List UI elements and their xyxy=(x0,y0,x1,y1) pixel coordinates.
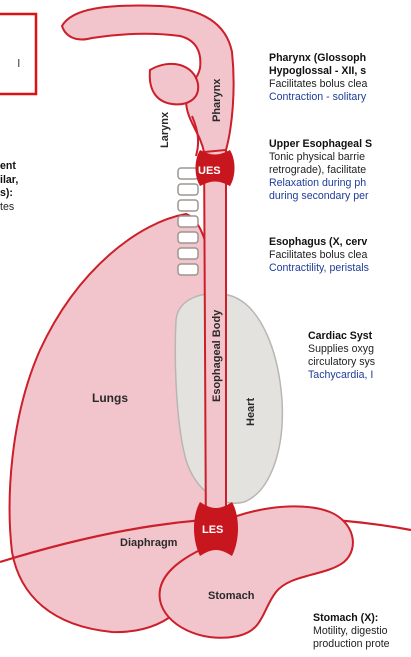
stomach-label: Stomach xyxy=(208,590,255,602)
larynx-label: Larynx xyxy=(159,111,171,148)
les-label: LES xyxy=(202,524,223,536)
pharynx-desc: Facilitates bolus clea xyxy=(269,78,367,91)
stomach-heading: Stomach (X): xyxy=(313,612,390,625)
stomach-section: Stomach (X): Motility, digestio producti… xyxy=(313,612,390,651)
esophageal-body-label: Esophageal Body xyxy=(211,309,223,402)
ues-heading: Upper Esophageal S xyxy=(269,138,372,151)
left-line-2: ilar, xyxy=(0,174,18,188)
cardiac-section: Cardiac Syst Supplies oxyg circulatory s… xyxy=(308,330,375,382)
pharynx-heading-1: Pharynx (Glossoph xyxy=(269,52,367,65)
esophagus-blue: Contractility, peristals xyxy=(269,262,369,275)
larynx-rings xyxy=(178,168,198,275)
pharynx-label: Pharynx xyxy=(211,78,223,122)
cardiac-desc-1: Supplies oxyg xyxy=(308,343,375,356)
cardiac-blue: Tachycardia, I xyxy=(308,369,375,382)
ues-desc-1: Tonic physical barrie xyxy=(269,151,372,164)
left-panel-lines: ent ilar, s): tes xyxy=(0,160,18,214)
stomach-desc-1: Motility, digestio xyxy=(313,625,390,638)
pharynx-blue: Contraction - solitary xyxy=(269,91,367,104)
ues-section: Upper Esophageal S Tonic physical barrie… xyxy=(269,138,372,203)
pharynx-shape xyxy=(62,6,234,152)
cardiac-desc-2: circulatory sys xyxy=(308,356,375,369)
esophagus-desc: Facilitates bolus clea xyxy=(269,249,369,262)
tongue-shape xyxy=(150,64,198,105)
left-panel-text: l xyxy=(18,58,20,72)
diaphragm-label: Diaphragm xyxy=(120,537,178,549)
left-line-4: tes xyxy=(0,201,18,215)
left-line-1: ent xyxy=(0,160,18,174)
ues-blue-1: Relaxation during ph xyxy=(269,177,372,190)
left-box-text: l xyxy=(18,58,20,72)
stomach-desc-2: production prote xyxy=(313,638,390,651)
heart-shape xyxy=(175,294,282,504)
ues-blue-2: during secondary per xyxy=(269,190,372,203)
pharynx-section: Pharynx (Glossoph Hypoglossal - XII, s F… xyxy=(269,52,367,104)
cardiac-heading: Cardiac Syst xyxy=(308,330,375,343)
ues-label: UES xyxy=(198,165,221,177)
heart-label: Heart xyxy=(245,398,257,426)
pharynx-heading-2: Hypoglossal - XII, s xyxy=(269,65,367,78)
lungs-label: Lungs xyxy=(92,391,128,405)
esophagus-heading: Esophagus (X, cerv xyxy=(269,236,369,249)
left-line-3: s): xyxy=(0,187,18,201)
highlight-box xyxy=(0,14,36,94)
ues-desc-2: retrograde), facilitate xyxy=(269,164,372,177)
esophagus-section: Esophagus (X, cerv Facilitates bolus cle… xyxy=(269,236,369,275)
